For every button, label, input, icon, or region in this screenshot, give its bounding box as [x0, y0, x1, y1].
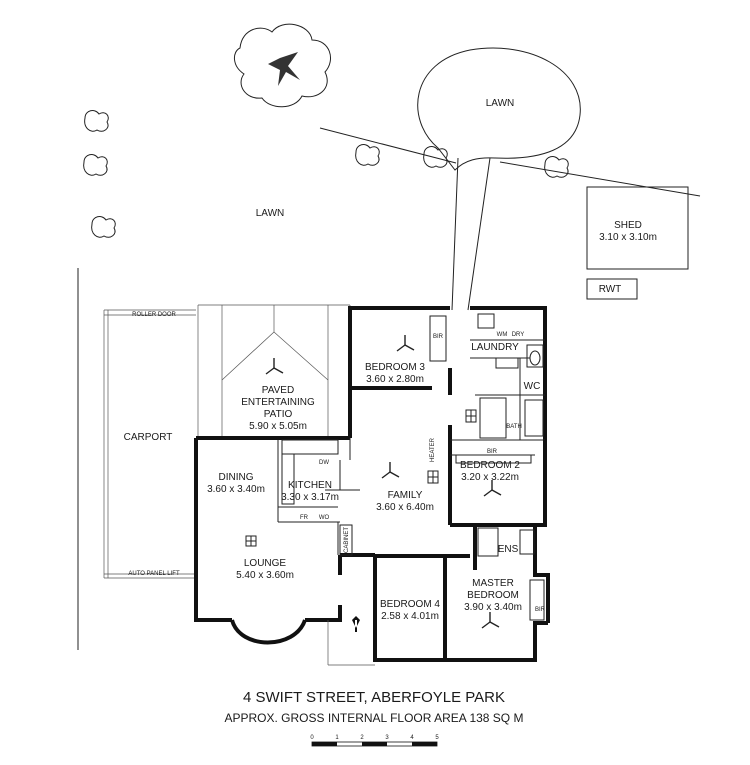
tree-icon — [234, 23, 331, 108]
master-line2-label: BEDROOM — [467, 590, 519, 601]
patio-line1-label: PAVED — [262, 385, 294, 396]
fr-label: FR — [300, 515, 309, 521]
tree-icon — [544, 156, 569, 178]
scale-tick-label: 2 — [360, 735, 364, 741]
scale-tick-label: 0 — [310, 735, 314, 741]
house-walls — [194, 306, 550, 666]
wc-label: WC — [524, 381, 541, 392]
bir-master-label: BIR — [535, 607, 546, 613]
laundry-label: LAUNDRY — [471, 342, 519, 353]
lawn-top-label: LAWN — [486, 98, 515, 109]
rwt-label: RWT — [599, 284, 622, 295]
tree-icon — [355, 144, 380, 166]
bir-b3-label: BIR — [433, 334, 444, 340]
bir-b3-box — [429, 315, 447, 362]
heater-label: HEATER — [430, 437, 436, 462]
bedroom2-name-label: BEDROOM 2 — [460, 460, 520, 471]
scale-bar: 0 1 2 3 4 5 — [310, 735, 439, 747]
bedroom4-dim-label: 2.58 x 4.01m — [381, 611, 439, 622]
tree-icon — [83, 154, 108, 176]
plan-subtitle: APPROX. GROSS INTERNAL FLOOR AREA 138 SQ… — [225, 711, 524, 725]
dining-name-label: DINING — [219, 472, 254, 483]
patio-line3-label: PATIO — [264, 409, 293, 420]
patio-dim-label: 5.90 x 5.05m — [249, 421, 307, 432]
scale-tick-label: 5 — [435, 735, 439, 741]
auto-panel-lift-label: AUTO PANEL LIFT — [128, 571, 180, 577]
labels: LAWN LAWN SHED 3.10 x 3.10m RWT CARPORT … — [124, 98, 657, 725]
shed-outline — [586, 186, 689, 270]
dry-label: DRY — [512, 332, 525, 338]
scale-tick-label: 4 — [410, 735, 414, 741]
ceiling-fan-icon — [381, 462, 400, 479]
ceiling-fan-icon — [396, 335, 415, 352]
ens-label: ENS — [498, 544, 519, 555]
cabinet-label: CABINET — [344, 527, 350, 553]
master-dim-label: 3.90 x 3.40m — [464, 602, 522, 613]
family-name-label: FAMILY — [388, 490, 423, 501]
kitchen-name-label: KITCHEN — [288, 480, 332, 491]
wo-label: WO — [319, 515, 330, 521]
bedroom4-name-label: BEDROOM 4 — [380, 599, 440, 610]
bir-b2-label: BIR — [487, 449, 498, 455]
outdoor-area — [77, 23, 701, 650]
roller-door-label: ROLLER DOOR — [132, 312, 176, 318]
dw-label: DW — [319, 460, 329, 466]
fixtures — [245, 313, 545, 632]
bedroom3-dim-label: 3.60 x 2.80m — [366, 374, 424, 385]
lounge-dim-label: 5.40 x 3.60m — [236, 570, 294, 581]
tree-icon — [91, 216, 116, 238]
wm-label: WM — [497, 332, 508, 338]
tree-icon — [84, 110, 109, 132]
bedroom2-dim-label: 3.20 x 3.22m — [461, 472, 519, 483]
scale-tick-label: 1 — [335, 735, 339, 741]
dining-dim-label: 3.60 x 3.40m — [207, 484, 265, 495]
scale-tick-label: 3 — [385, 735, 389, 741]
carport-label: CARPORT — [124, 432, 173, 443]
bedroom3-name-label: BEDROOM 3 — [365, 362, 425, 373]
family-dim-label: 3.60 x 6.40m — [376, 502, 434, 513]
lounge-name-label: LOUNGE — [244, 558, 287, 569]
ceiling-fan-icon — [481, 612, 500, 629]
bath-label: BATH — [506, 424, 522, 430]
ceiling-fan-icon — [265, 358, 284, 375]
plan-title: 4 SWIFT STREET, ABERFOYLE PARK — [243, 689, 505, 706]
shed-dim-label: 3.10 x 3.10m — [599, 232, 657, 243]
lawn-left-label: LAWN — [256, 208, 285, 219]
shed-name-label: SHED — [614, 220, 642, 231]
lawn-area-outline — [417, 47, 581, 171]
kitchen-dim-label: 3.30 x 3.17m — [281, 492, 339, 503]
tree-icon — [423, 146, 448, 168]
master-line1-label: MASTER — [472, 578, 514, 589]
rwt-outline — [586, 278, 638, 300]
patio-line2-label: ENTERTAINING — [241, 397, 315, 408]
ceiling-fan-icon — [483, 480, 502, 497]
